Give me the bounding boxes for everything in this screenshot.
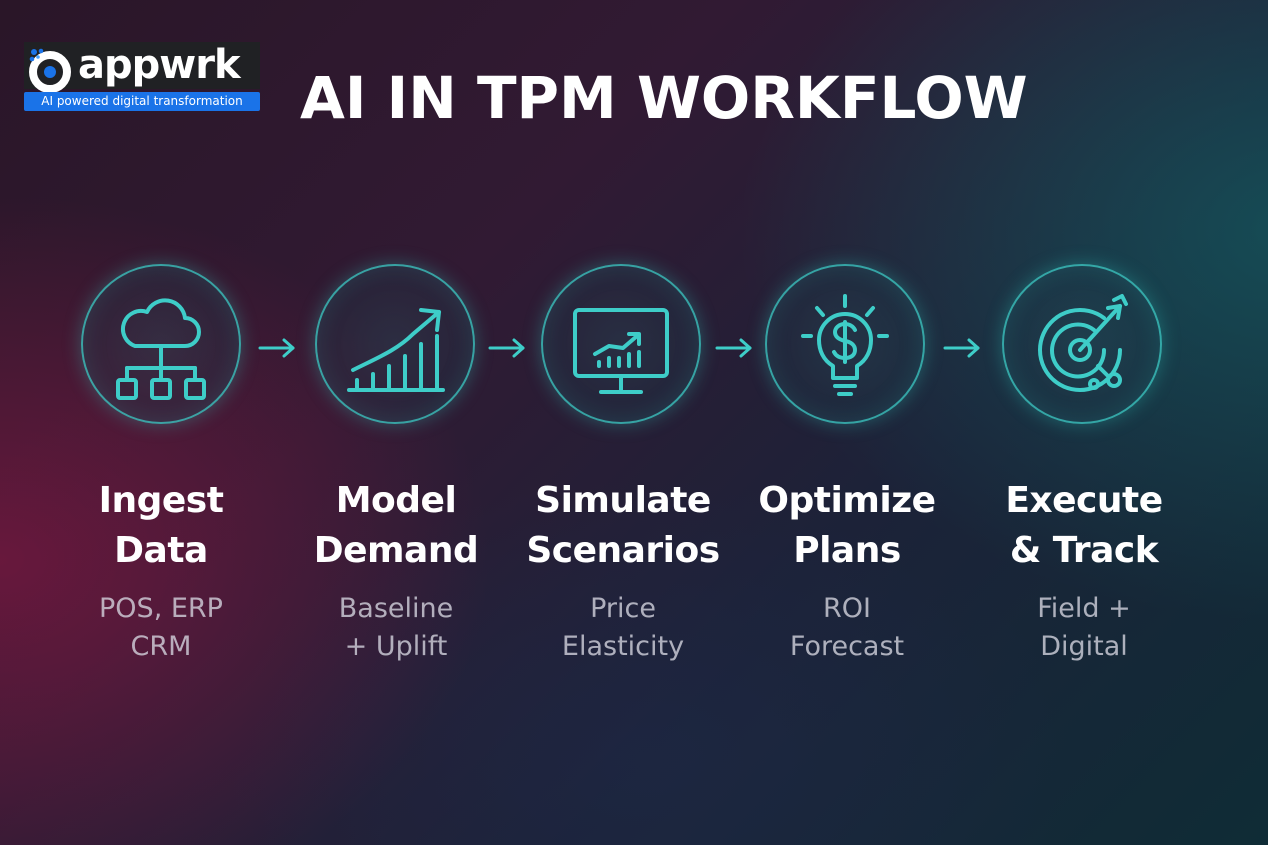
cloud-network-icon — [116, 298, 206, 400]
step-subtitle: ROI Forecast — [789, 593, 905, 662]
step-title: Model Demand — [313, 480, 479, 571]
logo-banner: appwrk — [24, 42, 260, 93]
monitor-chart-icon — [573, 308, 669, 394]
appwrk-logo-mark-icon — [29, 48, 71, 93]
step-icon-circle — [765, 264, 925, 424]
target-arrow-icon — [1038, 294, 1128, 392]
step-subtitle: Price Elasticity — [561, 593, 685, 662]
brand-logo: appwrk AI powered digital transformation — [24, 42, 260, 112]
step-icon-circle — [81, 264, 241, 424]
growth-chart-icon — [347, 308, 445, 392]
step-icon-circle — [541, 264, 701, 424]
arrow-right-icon — [943, 338, 980, 358]
step-title: Ingest Data — [98, 480, 224, 571]
step-icon-circle — [315, 264, 475, 424]
step-title: Execute & Track — [1005, 480, 1163, 571]
logo-wordmark: appwrk — [78, 42, 241, 88]
step-title: Optimize Plans — [758, 480, 936, 571]
step-subtitle: POS, ERP CRM — [99, 593, 223, 662]
step-subtitle: Baseline + Uplift — [338, 593, 454, 662]
step-icon-circle — [1002, 264, 1162, 424]
logo-tagline: AI powered digital transformation — [24, 92, 260, 111]
step-title: Simulate Scenarios — [526, 480, 720, 571]
arrow-right-icon — [488, 338, 525, 358]
arrow-right-icon — [258, 338, 295, 358]
page-title: AI IN TPM WORKFLOW — [300, 64, 1028, 132]
arrow-right-icon — [715, 338, 752, 358]
dollar-lightbulb-icon — [801, 294, 889, 396]
step-subtitle: Field + Digital — [1037, 593, 1131, 662]
